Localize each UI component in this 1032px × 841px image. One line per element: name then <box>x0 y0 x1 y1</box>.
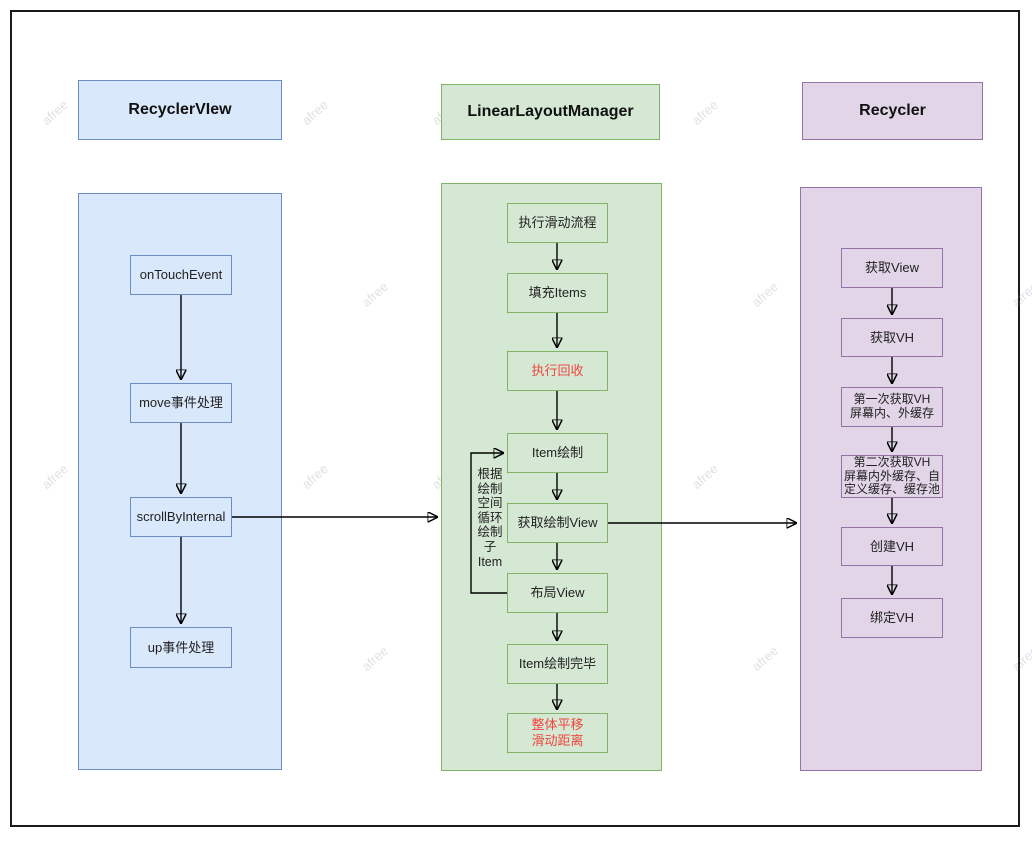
node-fill-items: 填充Items <box>507 273 608 313</box>
node-ontouchevent: onTouchEvent <box>130 255 232 295</box>
node-execute-recycle: 执行回收 <box>507 351 608 391</box>
node-bind-vh: 绑定VH <box>841 598 943 638</box>
header-linearlayoutmanager: LinearLayoutManager <box>441 84 660 140</box>
node-first-get-vh: 第一次获取VH 屏幕内、外缓存 <box>841 387 943 427</box>
node-create-vh: 创建VH <box>841 527 943 566</box>
canvas-border <box>10 10 1020 827</box>
node-item-draw-complete: Item绘制完毕 <box>507 644 608 684</box>
node-get-view: 获取View <box>841 248 943 288</box>
node-second-get-vh: 第二次获取VH 屏幕内外缓存、自 定义缓存、缓存池 <box>841 455 943 498</box>
loop-annotation: 根据 绘制 空间 循环 绘制 子 Item <box>477 467 503 569</box>
node-move-event-handling: move事件处理 <box>130 383 232 423</box>
node-get-draw-view: 获取绘制View <box>507 503 608 543</box>
node-overall-translate-distance: 整体平移 滑动距离 <box>507 713 608 753</box>
node-layout-view: 布局View <box>507 573 608 613</box>
node-get-vh: 获取VH <box>841 318 943 357</box>
node-item-draw: Item绘制 <box>507 433 608 473</box>
header-recyclerview: RecyclerVIew <box>78 80 282 140</box>
header-recycler: Recycler <box>802 82 983 140</box>
node-up-event-handling: up事件处理 <box>130 627 232 668</box>
node-scrollbyinternal: scrollByInternal <box>130 497 232 537</box>
node-execute-scroll-flow: 执行滑动流程 <box>507 203 608 243</box>
